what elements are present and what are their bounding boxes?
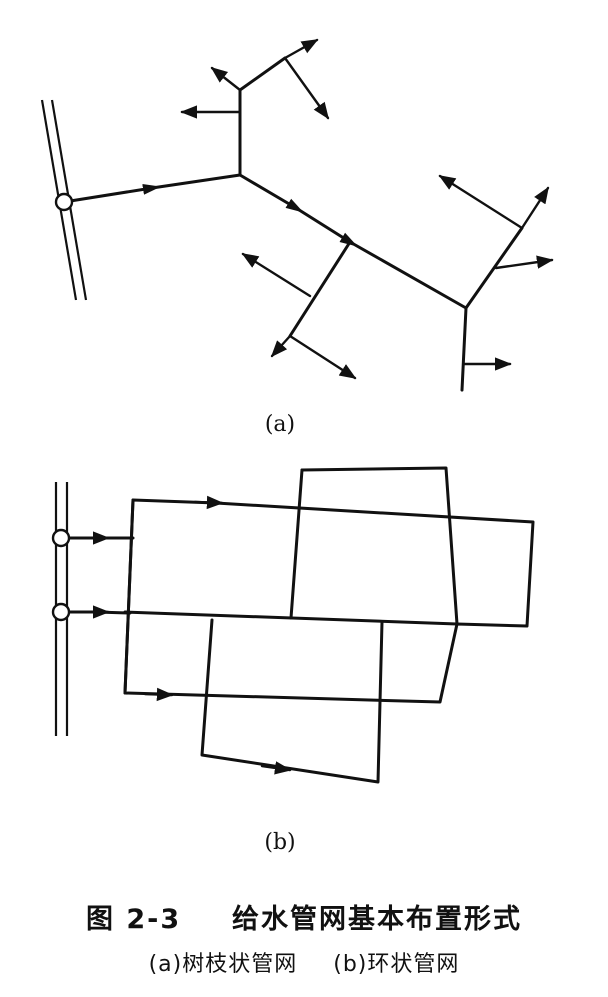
flow-arrow-up-right-1 — [283, 38, 319, 60]
figure-number: 图 2-3 — [86, 904, 182, 935]
flow-arrow-up-left-3 — [438, 174, 524, 230]
flow-arrow-up-left-2 — [241, 252, 312, 298]
branched-network-diagram — [40, 38, 554, 392]
flow-arrow-down-left-1 — [270, 334, 292, 358]
branch-pipe-right — [464, 226, 524, 310]
loop-pipe-left — [123, 498, 135, 695]
loop-pipe-top — [300, 466, 459, 626]
looped-network-diagram — [51, 466, 535, 784]
junction-node-b1 — [51, 528, 71, 548]
flow-arrow-up-left-1 — [210, 66, 242, 92]
figure-caption: 图 2-3 给水管网基本布置形式 — [0, 897, 608, 936]
branch-pipe-lower — [288, 240, 352, 338]
junction-node-a — [54, 192, 74, 212]
branch-pipe-down — [460, 306, 468, 392]
flow-arrow-b-4 — [143, 687, 174, 702]
subfigure-label-b: (b) — [264, 830, 296, 855]
subcaption-b: (b)环状管网 — [333, 952, 460, 977]
flow-arrow-b-5 — [260, 761, 292, 775]
flow-arrow-right-1 — [494, 255, 554, 270]
branch-pipe-upper — [238, 56, 287, 92]
junction-node-b2 — [51, 602, 71, 622]
figure-title: 给水管网基本布置形式 — [232, 904, 522, 935]
flow-arrow-down-right-2 — [288, 334, 357, 380]
flow-arrow-up-right-2 — [520, 186, 550, 230]
subcaption-a: (a)树枝状管网 — [148, 952, 298, 977]
figure-subcaption: (a)树枝状管网 (b)环状管网 — [0, 946, 608, 978]
trunk-pipe-2 — [238, 173, 468, 310]
loop-pipe-upper-left — [289, 468, 304, 620]
flow-arrow-b-3 — [193, 495, 224, 510]
trunk-pipe-1 — [62, 173, 242, 204]
loop-pipe-outer — [123, 498, 535, 704]
subfigure-label-a: (a) — [264, 412, 296, 437]
flow-arrow-down-right-1 — [283, 56, 330, 120]
